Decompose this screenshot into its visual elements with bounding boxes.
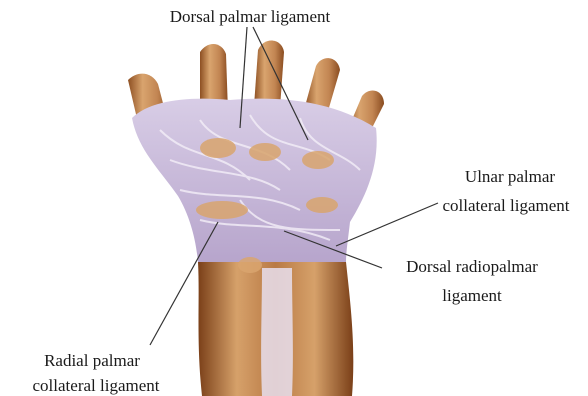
label-ulnar-line1: Ulnar palmar [465,167,555,186]
label-radial-line1: Radial palmar [44,351,140,370]
label-dorsal-radio-line2: ligament [442,286,502,305]
label-dorsal-radio-line1: Dorsal radiopalmar [406,257,538,276]
interosseous-membrane [261,268,293,396]
label-radial-line2: collateral ligament [33,376,160,395]
label-dorsal-palmar-ligament: Dorsal palmar ligament [170,7,331,26]
hand-illustration [128,40,384,396]
label-ulnar-line2: collateral ligament [443,196,570,215]
